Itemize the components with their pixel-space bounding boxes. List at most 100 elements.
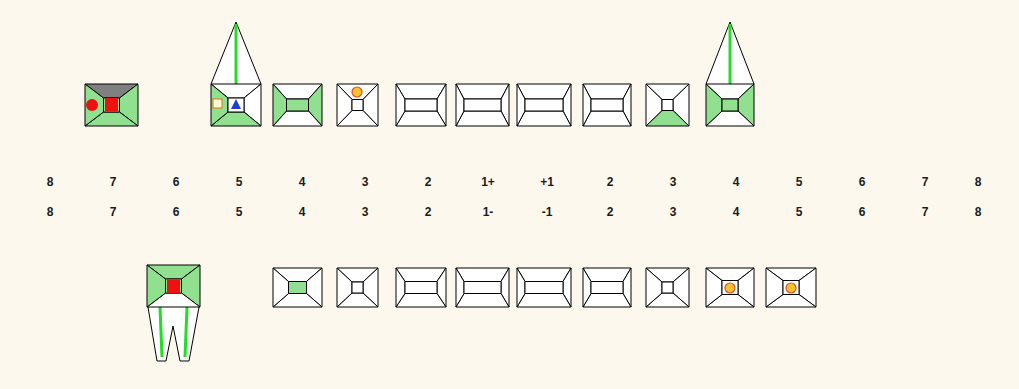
tooth-surface (289, 282, 307, 294)
tooth-crown (583, 268, 631, 307)
tooth-crown (396, 84, 446, 126)
tooth-crown (337, 268, 378, 307)
treatment-mark (231, 99, 241, 109)
tooth-surface (517, 84, 525, 126)
tooth-crown (147, 265, 200, 307)
tooth-surface (517, 111, 571, 126)
tooth-number: 3 (362, 205, 369, 219)
tooth-surface (456, 268, 464, 307)
tooth-surface (766, 268, 783, 307)
tooth-number: 6 (859, 205, 866, 219)
tooth-crown (273, 84, 322, 126)
filling-mark (105, 98, 118, 111)
tooth-surface (662, 282, 673, 293)
tooth-surface (464, 99, 501, 111)
root-canal-filling (729, 24, 732, 84)
tooth-crown (211, 84, 261, 126)
tooth-surface (456, 294, 509, 308)
tooth-number: 7 (922, 205, 929, 219)
tooth-number: 5 (796, 205, 803, 219)
tooth-surface (517, 294, 571, 308)
tooth-surface (722, 99, 738, 111)
tooth-root (148, 307, 199, 361)
tooth-surface (337, 84, 352, 126)
tooth-number: 5 (236, 205, 243, 219)
tooth-number: 1+ (481, 175, 495, 189)
tooth-crown (273, 268, 322, 307)
tooth-surface (405, 282, 437, 294)
tooth-crown (396, 268, 446, 307)
tooth-number: 2 (425, 175, 432, 189)
tooth-surface (166, 279, 182, 293)
tooth-surface (405, 99, 437, 111)
tooth-surface (525, 282, 563, 294)
tooth-surface (646, 84, 662, 126)
tooth-root (706, 22, 754, 84)
tooth-surface (706, 84, 722, 126)
tooth-surface (85, 84, 104, 126)
tooth-surface (456, 111, 509, 126)
tooth-crown (766, 268, 816, 307)
root-canal-filling (185, 307, 187, 357)
tooth-crown (517, 84, 571, 126)
tooth-surface (456, 84, 509, 99)
tooth-number: 4 (299, 205, 306, 219)
tooth-surface (646, 268, 662, 307)
tooth-number: 1- (483, 205, 494, 219)
tooth-number: 5 (236, 175, 243, 189)
tooth-surface (525, 99, 563, 111)
tooth-number: -1 (542, 205, 553, 219)
tooth-surface (104, 98, 120, 112)
tooth-number: +1 (540, 175, 554, 189)
filling-mark (167, 280, 180, 293)
tooth-surface (517, 268, 525, 307)
tooth-number: 8 (47, 175, 54, 189)
tooth-number: 2 (607, 205, 614, 219)
tooth-number: 4 (299, 175, 306, 189)
tooth-surface (352, 282, 363, 293)
tooth-surface (517, 268, 571, 282)
tooth-surface (591, 282, 623, 294)
tooth-surface (228, 98, 244, 112)
tooth-surface (464, 282, 501, 294)
tooth-number: 7 (922, 175, 929, 189)
root-canal-filling (160, 307, 162, 357)
tooth-crown (456, 84, 509, 126)
tooth-surface (352, 100, 363, 111)
tooth-crown (337, 84, 378, 126)
tooth-number: 6 (173, 175, 180, 189)
tooth-crown (706, 268, 754, 307)
tooth-number: 7 (110, 175, 117, 189)
root-canal-filling (235, 24, 238, 84)
tooth-surface (583, 84, 591, 126)
tooth-number: 6 (173, 205, 180, 219)
tooth-root (211, 22, 261, 84)
tooth-number: 8 (47, 205, 54, 219)
tooth-number: 7 (110, 205, 117, 219)
tooth-surface (706, 268, 722, 307)
tooth-crown (456, 268, 509, 307)
tooth-surface (147, 265, 166, 307)
tooth-number: 4 (733, 205, 740, 219)
tooth-surface (273, 84, 287, 126)
caries-mark (725, 283, 735, 293)
tooth-surface (396, 84, 405, 126)
caries-mark (786, 283, 796, 293)
tooth-number: 8 (975, 205, 982, 219)
tooth-crown (646, 268, 689, 307)
tooth-number: 3 (362, 175, 369, 189)
tooth-number: 8 (975, 175, 982, 189)
tooth-number: 4 (733, 175, 740, 189)
tooth-surface (783, 281, 799, 295)
caries-mark (352, 87, 362, 97)
tooth-number: 2 (607, 175, 614, 189)
tooth-surface (396, 268, 405, 307)
tooth-number: 2 (425, 205, 432, 219)
tooth-surface (456, 268, 509, 282)
filling-mark (86, 99, 98, 111)
tooth-crown (583, 84, 631, 126)
tooth-surface (662, 100, 673, 111)
tooth-number: 5 (796, 175, 803, 189)
tooth-surface (517, 84, 571, 99)
